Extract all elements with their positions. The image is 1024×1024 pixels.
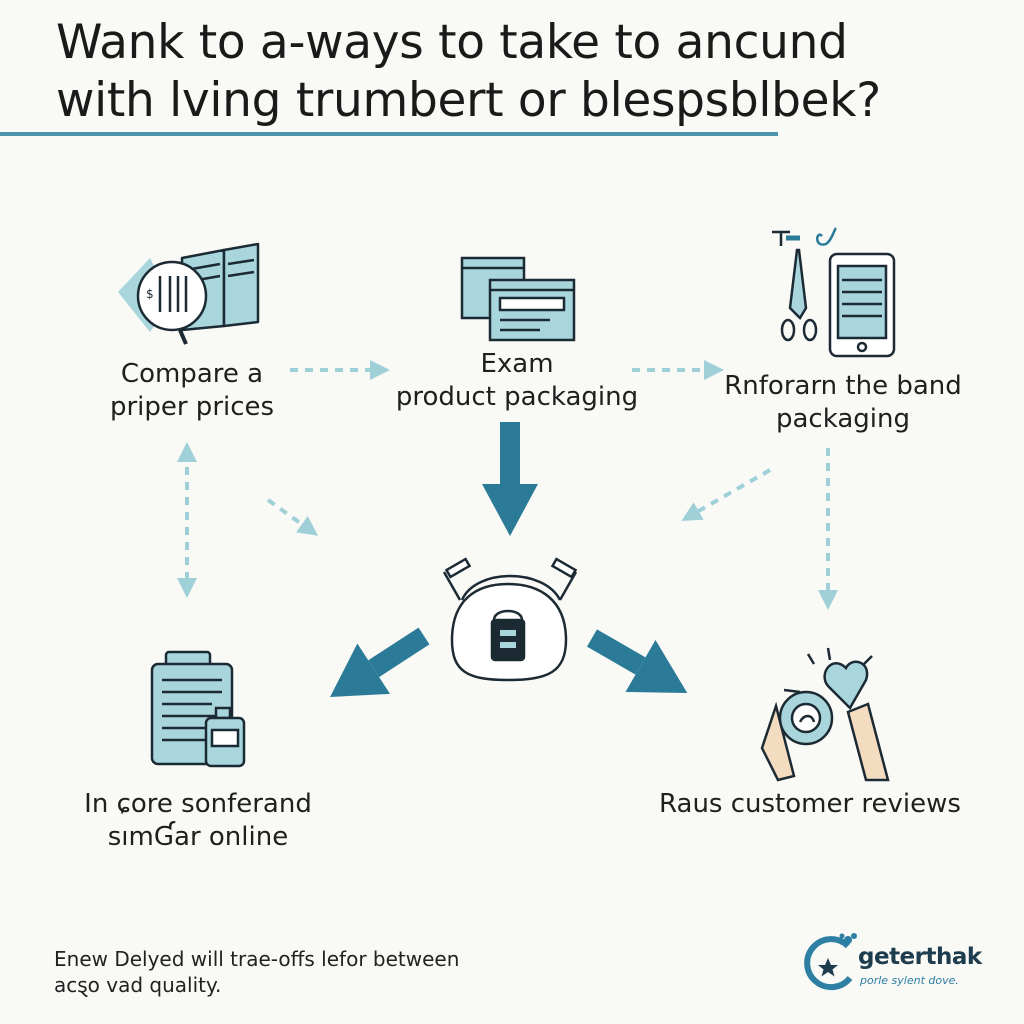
node-label-exam-line-1: Exam [480,349,554,379]
documents-bottle-icon [150,650,246,768]
title-line-1: Wank to a-ways to take to ancund [56,15,848,70]
browser-windows-icon [460,256,576,342]
tools-tablet-icon [772,227,896,358]
node-label-exam: Exam product packaging [392,348,642,414]
node-label-online-line-1: In ɕore sonferand [84,789,312,819]
arrow-compare-to-center [266,498,319,536]
node-label-online: In ɕore sonferand sımƓar online [58,788,338,854]
arrow-rnforarn-to-center [681,468,771,521]
node-label-compare-line-2: priper prices [109,392,275,422]
svg-text:$: $ [146,287,154,301]
node-label-reviews-line-1: Raus customer reviews [659,789,961,819]
logo-name: geterthak [858,944,982,970]
logo-tagline: porle sylent dove. [860,974,959,987]
logo-mark-icon [804,933,857,991]
arrow-center-to-online [330,627,430,697]
arrow-center-to-reviews [587,629,688,693]
page-title: Wank to a-ways to take to ancund with lv… [56,14,996,130]
node-label-rnforarn: Rnforarn the band packaging [718,370,968,436]
node-label-exam-line-2: product packaging [395,382,639,412]
title-line-2: with lving trumbert or blespsblbek? [56,73,881,128]
hands-heart-icon [760,647,890,782]
node-label-online-line-2: sımƓar online [107,822,289,852]
shopping-basket-lock-icon [442,557,578,682]
node-label-compare: Compare a priper prices [92,358,292,424]
footer-line-1: Enew Delyed will trae-offs lefor between [54,947,460,971]
node-label-rnforarn-line-2: packaging [776,404,910,434]
footer-note: Enew Delyed will trae-offs lefor between… [54,946,459,998]
node-label-compare-line-1: Compare a [120,359,264,389]
title-underline [0,132,778,136]
node-label-rnforarn-line-1: Rnforarn the band [724,371,962,401]
node-label-reviews: Raus customer reviews [640,788,980,821]
brand-logo: geterthak porle sylent dove. [804,930,1004,1000]
arrow-exam-to-center [482,422,538,536]
price-tag-magnifier-icon: $ [118,242,260,345]
footer-line-2: acȿo vad quality. [54,973,222,997]
